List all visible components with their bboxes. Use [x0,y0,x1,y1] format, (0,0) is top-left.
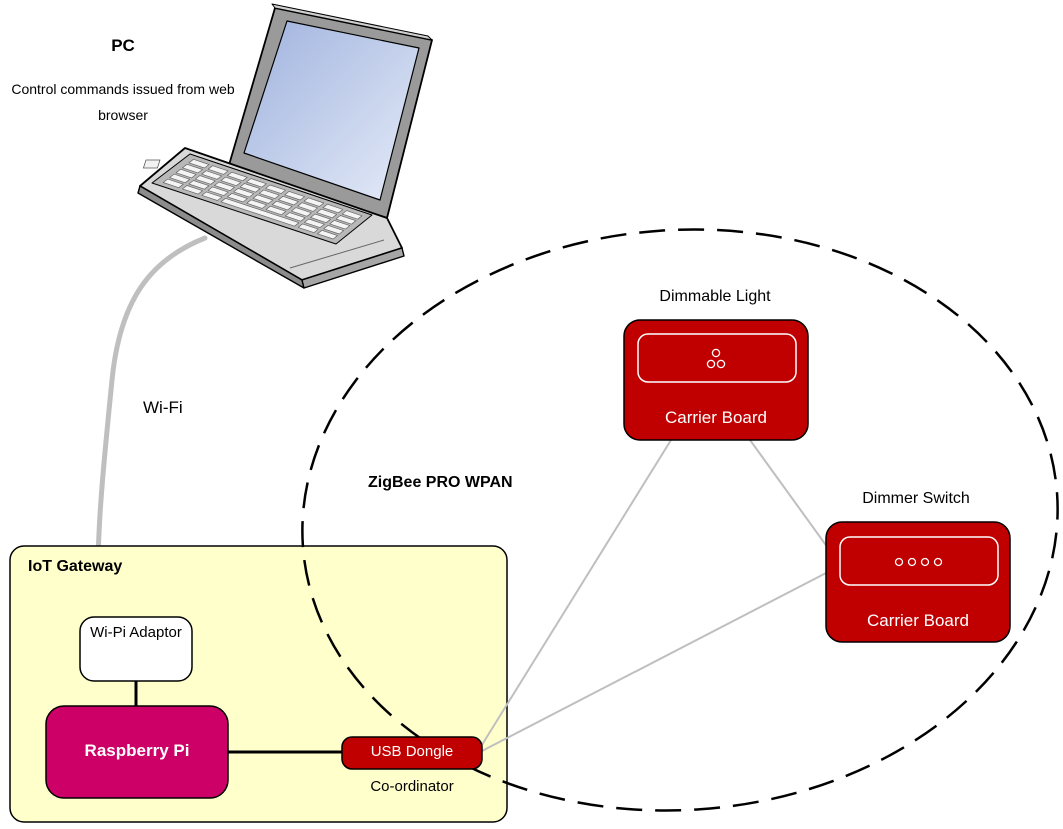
laptop-key [201,191,223,201]
laptop-key [188,158,210,169]
laptop-key [226,171,248,182]
laptop-key [265,184,286,194]
switch-buttons-icon [894,557,943,567]
dimmable-light-node [623,319,809,441]
wipi-adaptor-label: Wi-Pi Adaptor [90,624,182,641]
laptop-key [246,178,267,188]
dimmer-switch-panel [839,536,999,586]
raspberry-pi-label: Raspberry Pi [84,741,190,760]
laptop-key [258,189,280,199]
link-coordinator-light [479,439,672,749]
dimmable-light-panel [637,333,797,383]
wifi-label: Wi-Fi [143,398,183,417]
laptop-key [194,175,216,185]
laptop-key [182,185,203,195]
dimmable-light-title: Dimmable Light [659,288,771,305]
laptop-key [227,192,248,203]
laptop-key [252,194,274,204]
link-coordinator-switch [479,571,829,753]
laptop-key [278,195,299,206]
laptop-key [284,212,306,222]
pc-description: Control commands issued from web browser [11,81,235,123]
laptop-key [335,215,357,225]
dimmable-light-board-label: Carrier Board [664,408,768,427]
laptop-key [271,200,293,211]
laptop-key [329,220,351,230]
laptop-key [239,183,261,193]
laptop-key [297,202,318,212]
laptop-key [233,188,255,198]
coordinator-label: Co-ordinator [370,778,454,795]
laptop-key [284,191,305,201]
laptop-key [220,197,300,227]
link-light-switch [749,439,829,549]
laptop-key [182,163,203,174]
gateway-title: IoT Gateway [28,558,123,575]
laptop-key [291,207,312,217]
usb-dongle-label: USB Dongle [370,743,454,760]
zigbee-wpan-boundary [301,228,1059,812]
laptop-key [316,208,338,219]
laptop-key [175,168,197,179]
light-led-icon [706,348,726,369]
laptop-key [310,213,331,224]
laptop-key [169,173,191,184]
laptop-key [323,225,344,235]
dimmer-switch-board-label: Carrier Board [866,611,970,630]
pc-title: PC [111,36,135,55]
laptop-key [214,181,235,192]
laptop-key [188,180,210,190]
laptop-key [265,205,287,216]
wifi-link [95,235,208,575]
laptop-key [162,178,184,189]
laptop-key [246,199,268,209]
laptop-key [317,229,338,240]
laptop-key [304,218,325,228]
laptop-key [322,203,344,214]
laptop-key [207,186,229,196]
laptop-key [341,210,363,220]
dimmer-switch-node [825,521,1011,643]
laptop-key [201,170,223,180]
laptop-icon [137,3,433,289]
usb-dongle-box [341,736,483,770]
laptop-key [297,223,319,233]
zigbee-links [479,439,829,753]
laptop-key [220,176,242,187]
laptop-key [303,197,325,207]
zigbee-network-label: ZigBee PRO WPAN [368,474,513,491]
laptop-key [207,165,229,175]
dimmer-switch-title: Dimmer Switch [862,490,970,507]
